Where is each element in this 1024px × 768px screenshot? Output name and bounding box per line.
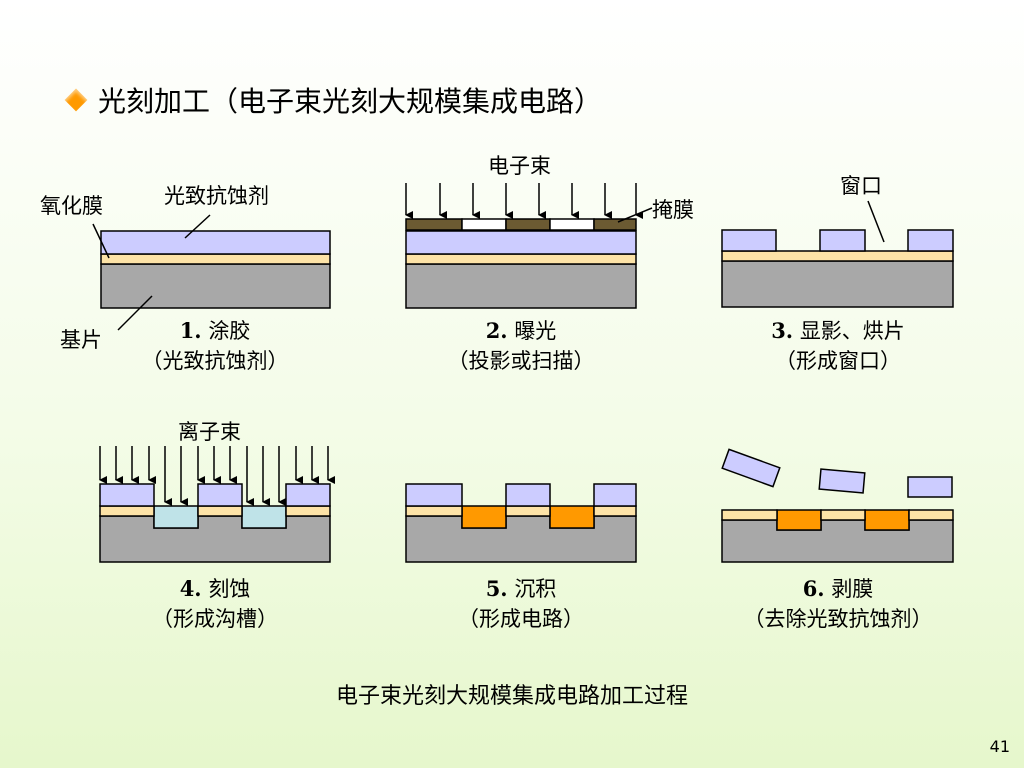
resist-block (197, 483, 243, 507)
step-name: 涂胶 (208, 319, 251, 343)
metal-fill (776, 509, 822, 531)
mask-segment (593, 218, 637, 231)
electron-beam-arrows (405, 183, 643, 219)
window-pointer-line (867, 200, 885, 243)
step4-substrate (99, 515, 331, 563)
step-subtitle: （形成窗口） (775, 349, 901, 373)
metal-fill (864, 509, 910, 531)
step1-substrate (100, 263, 331, 309)
step2-resist (405, 230, 637, 255)
step-name: 沉积 (514, 577, 557, 601)
resist-block (593, 483, 637, 507)
substrate-label: 基片 (60, 328, 102, 352)
stripped-resist-piece (721, 448, 781, 488)
step2-diagram (405, 183, 653, 309)
step-subtitle: （形成沟槽） (152, 607, 278, 631)
step2-substrate (405, 263, 637, 309)
slide-title-text: 光刻加工（电子束光刻大规模集成电路） (98, 85, 603, 118)
step-number: 1. (179, 318, 202, 343)
step1-oxide (100, 253, 331, 265)
mask-segment (405, 218, 463, 231)
stripped-resist-piece (907, 476, 953, 498)
oxide-block (505, 505, 551, 517)
step-number: 5. (485, 576, 508, 601)
step2-caption: 2. 曝光 （投影或扫描） (371, 316, 671, 376)
oxide-pointer-line (92, 223, 110, 259)
resist-pointer-line (184, 214, 211, 239)
slide-title: 光刻加工（电子束光刻大规模集成电路） (62, 80, 602, 120)
electron-beam-label: 电子束 (488, 154, 551, 178)
oxide-block (197, 505, 243, 517)
step4-caption: 4. 刻蚀 （形成沟槽） (65, 574, 365, 634)
step-subtitle: （形成电路） (458, 607, 584, 631)
step-number: 2. (485, 318, 508, 343)
step-number: 3. (771, 318, 794, 343)
substrate-pointer-line (117, 295, 153, 331)
ion-beam-label: 离子束 (178, 420, 241, 444)
step-name: 刻蚀 (208, 577, 251, 601)
resist-block (99, 483, 155, 507)
oxide-block (908, 509, 954, 521)
ion-beam-arrows (99, 446, 335, 506)
step-number: 6. (802, 576, 825, 601)
stripped-resist-piece (818, 468, 866, 494)
step3-caption: 3. 显影、烘片 （形成窗口） (688, 316, 988, 376)
step3-diagram (721, 200, 954, 308)
resist-block (285, 483, 331, 507)
resist-block (819, 229, 866, 252)
oxide-block (820, 509, 866, 521)
step3-oxide (721, 250, 954, 262)
figure-caption: 电子束光刻大规模集成电路加工过程 (335, 684, 688, 709)
page-number: 41 (989, 737, 1010, 756)
step3-substrate (721, 260, 954, 308)
trench (153, 505, 199, 529)
step6-diagram (721, 448, 954, 563)
oxide-block (721, 509, 778, 521)
step-subtitle: （去除光致抗蚀剂） (743, 607, 933, 631)
oxide-block (405, 505, 463, 517)
window-label: 窗口 (840, 174, 882, 198)
resist-block (907, 229, 954, 252)
mask-gap (461, 218, 507, 231)
resist-block (505, 483, 551, 507)
oxide-block (593, 505, 637, 517)
step-name: 曝光 (514, 319, 557, 343)
step6-caption: 6. 剥膜 （去除光致抗蚀剂） (688, 574, 988, 634)
mask-gap (549, 218, 595, 231)
resist-block (405, 483, 463, 507)
mask-pointer-line (617, 207, 653, 223)
step-subtitle: （投影或扫描） (447, 349, 595, 373)
step5-caption: 5. 沉积 （形成电路） (371, 574, 671, 634)
step1-diagram (92, 214, 331, 331)
resist-block (721, 229, 777, 252)
oxide-block (99, 505, 155, 517)
step6-substrate (721, 519, 954, 563)
mask-label: 掩膜 (652, 198, 694, 222)
metal-fill (549, 505, 595, 529)
mask-segment (505, 218, 551, 231)
step-name: 显影、烘片 (799, 319, 905, 343)
step5-substrate (405, 515, 637, 563)
step1-caption: 1. 涂胶 （光致抗蚀剂） (65, 316, 365, 376)
oxide-film-label: 氧化膜 (40, 194, 103, 218)
metal-fill (461, 505, 507, 529)
step1-resist (100, 230, 331, 255)
step-name: 剥膜 (831, 577, 874, 601)
step2-oxide (405, 253, 637, 265)
oxide-block (285, 505, 331, 517)
trench (241, 505, 287, 529)
step-subtitle: （光致抗蚀剂） (141, 349, 289, 373)
photoresist-label: 光致抗蚀剂 (164, 184, 269, 208)
step-number: 4. (179, 576, 202, 601)
step4-diagram (99, 446, 335, 563)
step5-diagram (405, 483, 637, 563)
